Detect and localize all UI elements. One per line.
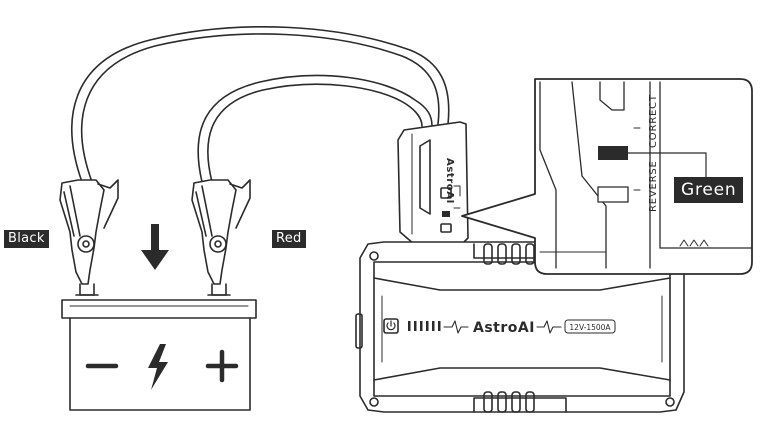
red-clamp [192, 180, 250, 295]
reverse-label: REVERSE [648, 160, 659, 212]
correct-indicator-led [598, 146, 628, 160]
lightning-bolt-icon [148, 344, 168, 390]
booster-brand: AstroAI [473, 320, 535, 336]
jumper-cables [72, 27, 449, 182]
black-clamp [60, 180, 118, 295]
black-clamp-label: Black [4, 230, 49, 248]
red-clamp-label: Red [272, 230, 306, 248]
battery-positive-icon [208, 352, 236, 380]
booster-model: 12V-1500A [569, 323, 611, 332]
smart-clamp-module [398, 122, 468, 244]
green-indicator-label: Green [674, 177, 743, 203]
correct-label: CORRECT [648, 94, 659, 148]
down-arrow-icon [141, 224, 169, 270]
reverse-indicator-led [598, 187, 628, 202]
clamp-module-brand: AstroAI [444, 158, 455, 204]
